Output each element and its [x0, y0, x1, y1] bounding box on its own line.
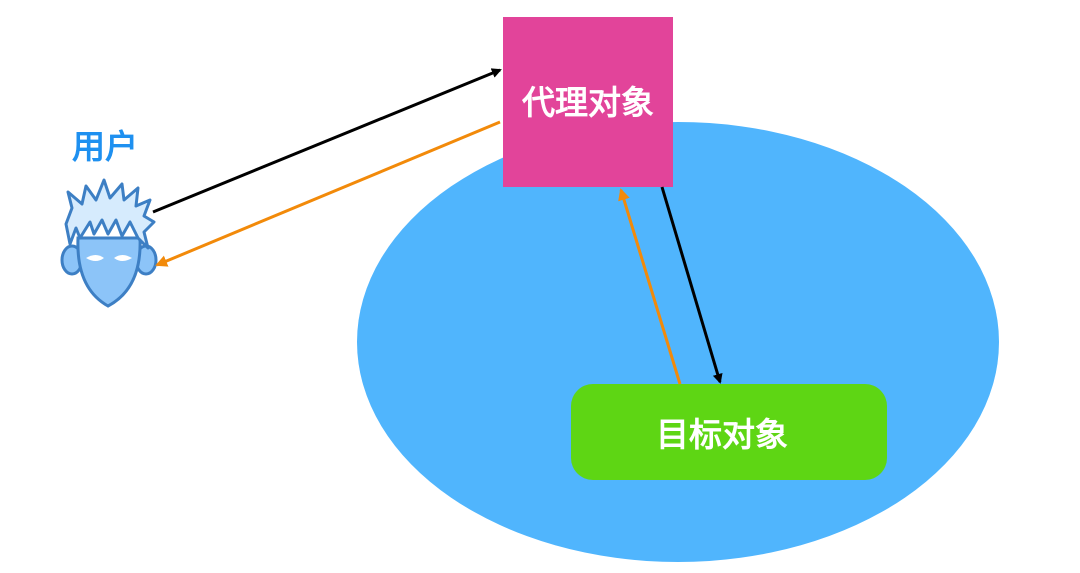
target-object-label: 目标对象 [656, 415, 788, 454]
target-object-node: 目标对象 [571, 384, 887, 480]
user-label: 用户 [72, 127, 138, 166]
target-scope-ellipse [357, 122, 999, 562]
proxy-object-label: 代理对象 [522, 83, 654, 122]
user-avatar-icon [60, 178, 158, 308]
proxy-object-node: 代理对象 [503, 17, 673, 187]
